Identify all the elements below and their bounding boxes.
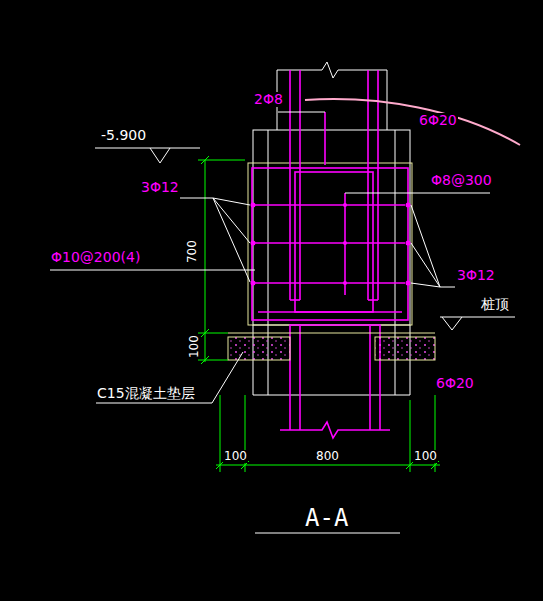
rebar-callout: Φ8@300 [430, 173, 493, 188]
rebar-callout: 2Φ8 [253, 92, 284, 107]
material-note: C15混凝土垫层 [96, 386, 196, 401]
dimension-value: 800 [315, 450, 340, 463]
rebar-callout: 3Φ12 [140, 180, 180, 195]
dimension-value: 100 [223, 450, 248, 463]
dimension-value: 100 [413, 450, 438, 463]
elevation-mark: 桩顶 [480, 297, 510, 312]
section-title: A-A [304, 505, 349, 531]
rebar-callout: Φ10@200(4) [50, 250, 141, 265]
rebar-callout: 6Φ20 [418, 113, 458, 128]
elevation-mark: -5.900 [100, 128, 147, 143]
rebar-callout: 3Φ12 [456, 268, 496, 283]
rebar-callout: 6Φ20 [435, 376, 475, 391]
dimension-value: 100 [188, 334, 201, 359]
dimension-value: 700 [186, 239, 199, 264]
